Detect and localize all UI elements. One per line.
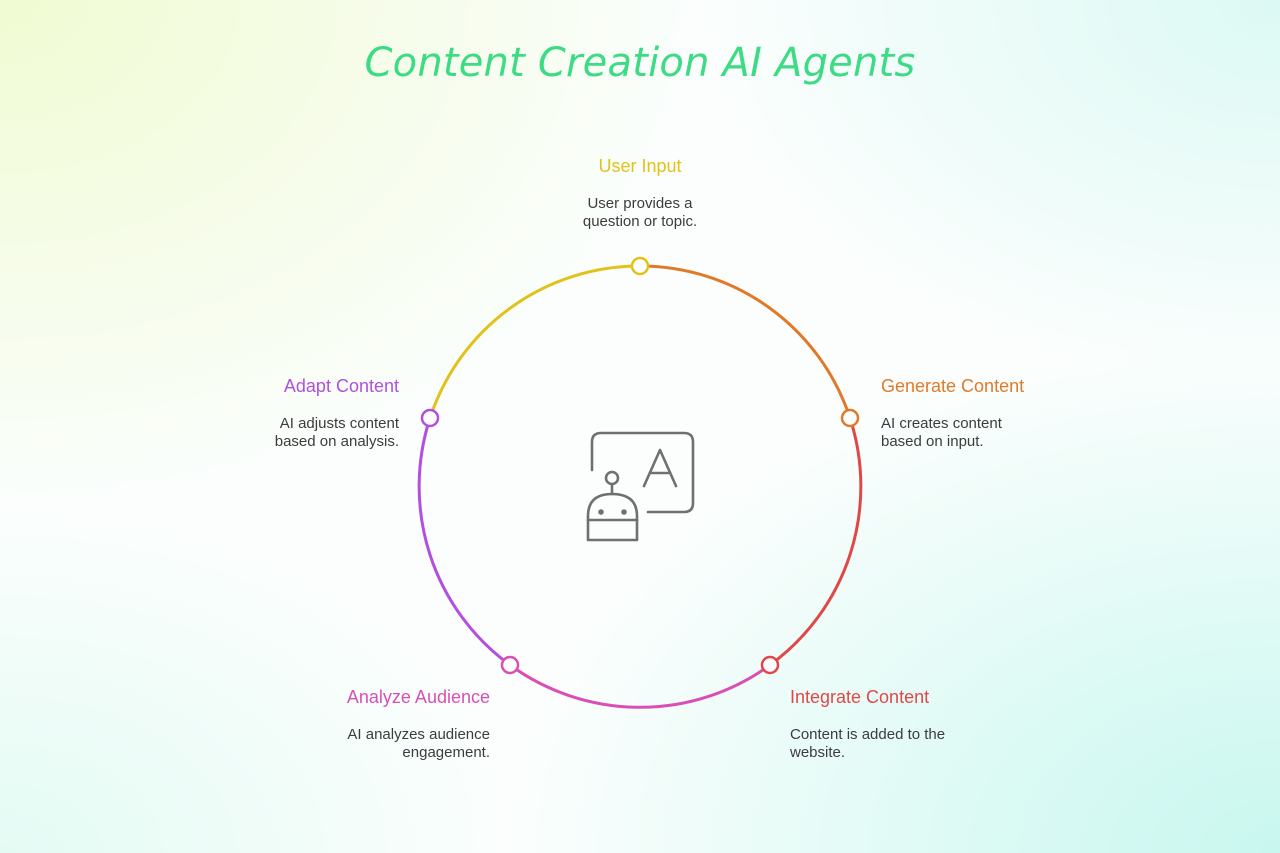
node-user-input	[630, 256, 650, 276]
diagram-title: Content Creation AI Agents	[364, 40, 916, 86]
step-analyze-audience-label: Analyze Audience	[346, 687, 490, 707]
node-integrate-content	[760, 655, 780, 675]
step-generate-content: Generate Content AI creates content base…	[881, 376, 1121, 451]
step-user-input: User Input User provides a question or t…	[520, 156, 760, 231]
step-integrate-content-label: Integrate Content	[790, 687, 930, 707]
step-analyze-audience-description: AI analyzes audience engagement.	[347, 726, 490, 761]
robot-with-letter-a-icon	[586, 431, 695, 542]
step-analyze-audience: Analyze Audience AI analyzes audience en…	[250, 687, 490, 762]
step-user-input-description: User provides a question or topic.	[582, 195, 698, 230]
node-adapt-content	[420, 408, 440, 428]
step-generate-content-label: Generate Content	[881, 376, 1025, 396]
arc-adapt-to-user-input	[428, 264, 641, 419]
step-adapt-content-description: AI adjusts content based on analysis.	[274, 415, 399, 450]
step-user-input-label: User Input	[598, 156, 682, 176]
step-adapt-content: Adapt Content AI adjusts content based o…	[159, 376, 399, 451]
node-generate-content	[840, 408, 860, 428]
arc-integrate-to-analyze	[509, 663, 771, 709]
step-integrate-content: Integrate Content Content is added to th…	[790, 687, 1030, 762]
step-adapt-content-label: Adapt Content	[283, 376, 399, 396]
step-generate-content-description: AI creates content based on input.	[881, 415, 1002, 450]
step-integrate-content-description: Content is added to the website.	[790, 726, 946, 761]
node-analyze-audience	[500, 655, 520, 675]
arc-generate-to-integrate	[769, 417, 863, 667]
arc-user-input-to-generate	[639, 264, 852, 419]
arc-analyze-to-adapt	[417, 417, 511, 667]
